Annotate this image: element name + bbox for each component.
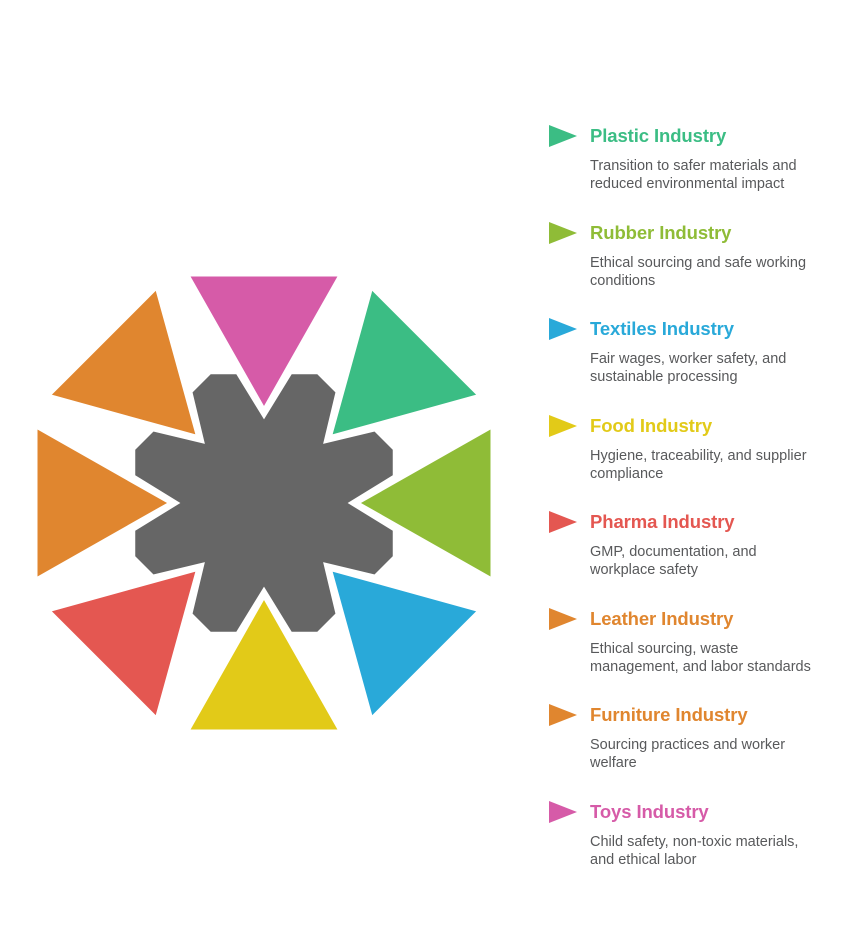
- industry-triangle-furniture-industry: [46, 285, 200, 439]
- industry-title: Pharma Industry: [590, 511, 735, 532]
- legend-item-header: Pharma Industry: [549, 510, 849, 534]
- industry-triangle-plastic-industry: [328, 285, 482, 439]
- legend-item-header: Plastic Industry: [549, 124, 849, 148]
- industry-description: Transition to safer materials and reduce…: [590, 158, 797, 192]
- industry-triangle-rubber-industry: [354, 424, 494, 582]
- industry-legend: Plastic Industry Transition to safer mat…: [549, 124, 849, 896]
- legend-item-furniture-industry: Furniture Industry Sourcing practices an…: [549, 703, 849, 800]
- play-triangle-icon-pharma-industry: [549, 511, 577, 533]
- legend-item-header: Leather Industry: [549, 607, 849, 631]
- play-triangle-icon-toys-industry: [549, 800, 577, 823]
- industry-triangle-textiles-industry: [328, 567, 482, 721]
- industry-triangle-pharma-industry: [46, 567, 200, 721]
- play-triangle-icon-plastic-industry: [549, 125, 577, 147]
- industry-triangle-food-industry: [185, 593, 343, 733]
- gear-octagon-shape: [132, 371, 396, 635]
- industry-description: Ethical sourcing and safe working condit…: [590, 254, 807, 289]
- legend-item-header: Rubber Industry: [549, 221, 849, 245]
- play-triangle-icon-textiles-industry: [549, 318, 577, 340]
- industry-title: Leather Industry: [590, 607, 734, 629]
- legend-item-rubber-industry: Rubber Industry Ethical sourcing and saf…: [549, 221, 849, 318]
- industry-description: Ethical sourcing, waste management, and …: [590, 640, 811, 675]
- industry-title: Textiles Industry: [590, 318, 734, 339]
- legend-item-toys-industry: Toys Industry Child safety, non-toxic ma…: [549, 800, 849, 897]
- legend-item-food-industry: Food Industry Hygiene, traceability, and…: [549, 414, 849, 511]
- industry-description: Child safety, non-toxic materials, and e…: [590, 833, 799, 868]
- legend-item-textiles-industry: Textiles Industry Fair wages, worker saf…: [549, 317, 849, 414]
- industry-triangle-toys-industry: [185, 273, 343, 413]
- industry-title: Food Industry: [590, 414, 713, 436]
- industry-title: Furniture Industry: [590, 704, 748, 725]
- industry-description: Sourcing practices and worker welfare: [590, 737, 786, 771]
- industry-title: Rubber Industry: [590, 221, 732, 243]
- industry-description: GMP, documentation, and workplace safety: [590, 544, 757, 578]
- legend-item-header: Food Industry: [549, 414, 849, 438]
- legend-item-header: Toys Industry: [549, 800, 849, 824]
- industry-title: Toys Industry: [590, 800, 709, 822]
- play-triangle-icon-rubber-industry: [549, 221, 577, 244]
- legend-item-plastic-industry: Plastic Industry Transition to safer mat…: [549, 124, 849, 221]
- play-triangle-icon-food-industry: [549, 414, 577, 437]
- play-triangle-icon-leather-industry: [549, 607, 577, 630]
- legend-item-header: Textiles Industry: [549, 317, 849, 341]
- legend-item-leather-industry: Leather Industry Ethical sourcing, waste…: [549, 607, 849, 704]
- industry-triangle-leather-industry: [34, 424, 174, 582]
- industry-description: Hygiene, traceability, and supplier comp…: [590, 447, 807, 482]
- industry-title: Plastic Industry: [590, 125, 727, 146]
- legend-item-header: Furniture Industry: [549, 703, 849, 727]
- industry-description: Fair wages, worker safety, and sustainab…: [590, 351, 787, 385]
- legend-item-pharma-industry: Pharma Industry GMP, documentation, and …: [549, 510, 849, 607]
- play-triangle-icon-furniture-industry: [549, 704, 577, 726]
